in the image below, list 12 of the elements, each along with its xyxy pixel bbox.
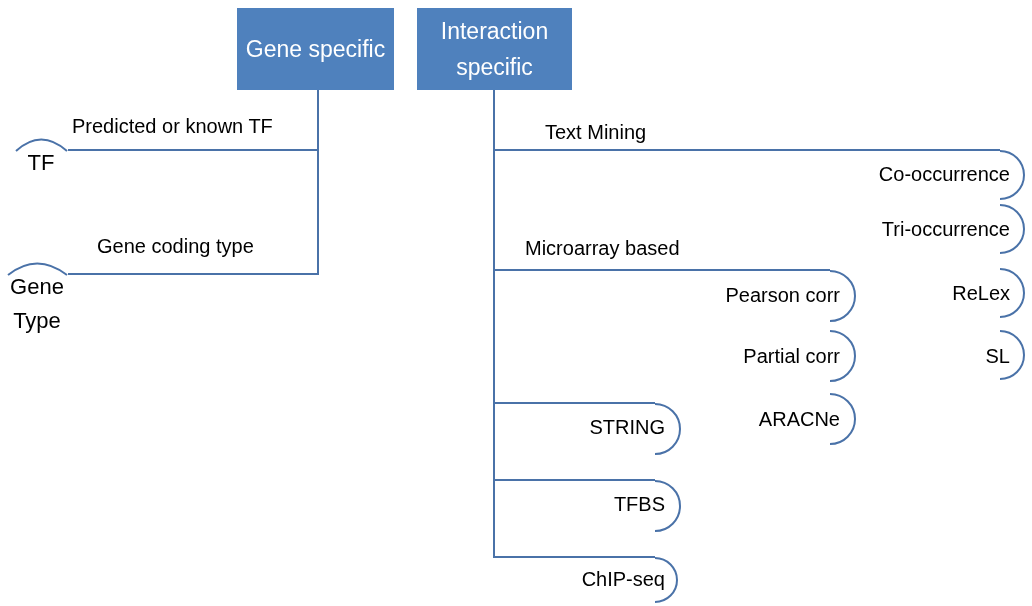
socket-node: TF [14, 138, 68, 182]
socket-node: Co-occurrence [840, 150, 1024, 198]
socket-node: SL [960, 330, 1024, 382]
category-box: Gene specific [237, 8, 394, 90]
socket-node: ChIP-seq [550, 557, 677, 601]
category-box: Interaction specific [417, 8, 572, 90]
socket-node: Pearson corr [690, 270, 855, 320]
socket-node: Partial corr [700, 330, 855, 382]
socket-node: ARACNe [730, 393, 855, 445]
socket-node: Gene Type [6, 262, 68, 342]
socket-node: Tri-occurrence [840, 204, 1024, 254]
socket-node: ReLex [920, 268, 1024, 318]
